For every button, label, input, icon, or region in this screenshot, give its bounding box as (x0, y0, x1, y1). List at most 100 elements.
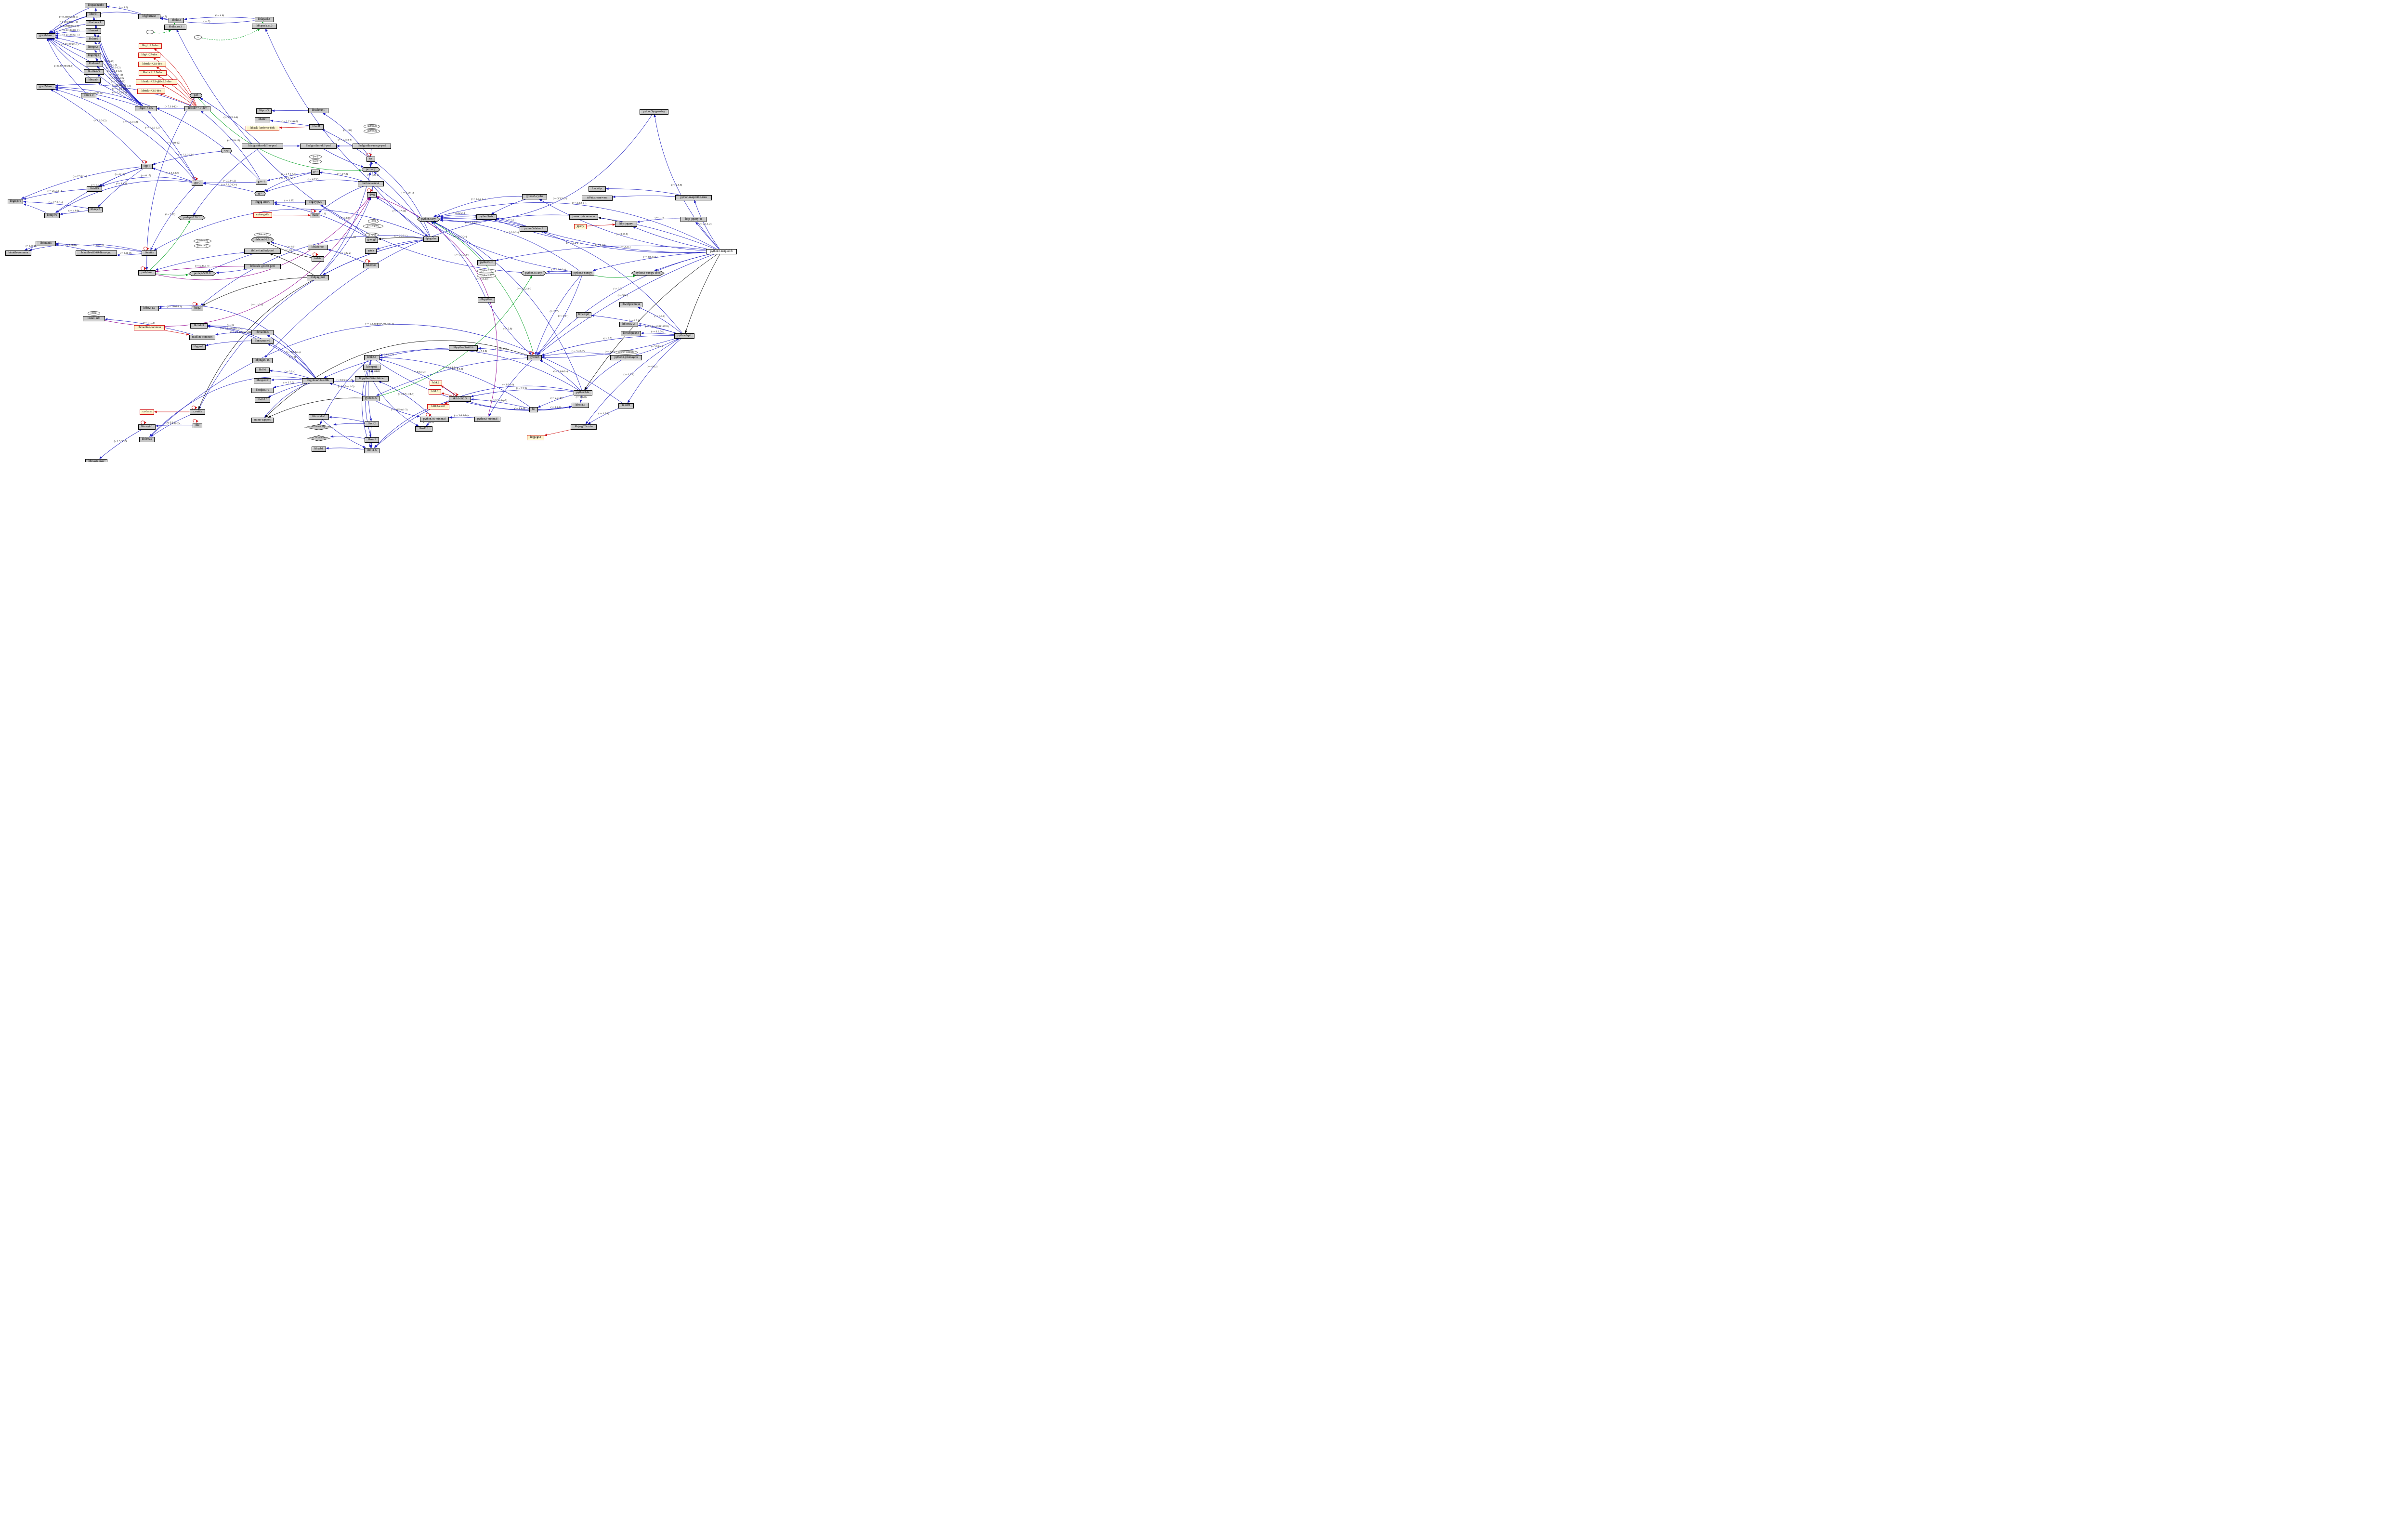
edge-label: (>= 2.1~beta3) (364, 369, 380, 373)
edge-label: (>= 8.6.0) (452, 368, 463, 371)
node-py3: python3 (527, 355, 542, 360)
node-gmp: libgmp10 (7, 198, 24, 204)
edge-tk86-x116 (362, 360, 371, 448)
edge-py3pil-py3 (541, 338, 676, 359)
edge-gcc7-binutils (150, 185, 195, 250)
node-x11common: x11-common (307, 435, 331, 441)
edge-tiff-jpegturbo (588, 408, 619, 424)
edge-label: (= 3.6.5~rc1-3) (392, 408, 408, 411)
node-noteperl1: [perl] (309, 154, 322, 159)
edge-mpx-gcc8base (55, 37, 86, 46)
node-label-x11common: x11-common (307, 436, 330, 441)
edge-perlbase-perlapi1 (149, 220, 191, 270)
edge-cpphex-cpp7 (152, 151, 221, 165)
node-x116: libx11-6 (364, 448, 380, 453)
node-mpldata: python-matplotlib-data (675, 195, 712, 200)
node-mpdec: libmpdec2 (254, 378, 271, 383)
node-py3pil: python3-pil (674, 333, 695, 339)
edge-numpy-py3any (440, 218, 579, 271)
edge-py3tk-tcl86 (579, 395, 582, 403)
node-webpmux: libwebpmux3 (620, 330, 641, 336)
node-label-cpphex: cpp (221, 149, 232, 153)
edge-py3tk-py3 (539, 360, 580, 390)
edge-numpy-py36any (546, 270, 571, 273)
node-gpp28: libg++2.8-dev (138, 43, 162, 49)
edge-label: (>= 8.6.0) (576, 395, 586, 399)
node-perlbase: perl-base (138, 270, 156, 276)
edge-label: (>= 1.3.1) (598, 412, 609, 415)
edge-label: (>= 3.4.1-2) (572, 350, 585, 353)
node-algodiff: libalgorithm-diff-perl (300, 143, 337, 149)
node-py36minlib: libpython3.6-minimal (355, 376, 389, 382)
edge-blt-tcl86 (537, 406, 572, 410)
node-gpp: g++ (311, 169, 320, 175)
edge-label: (>= 8.6.0) (514, 407, 525, 410)
edge-label: (>= 3.3.2-2~) (517, 287, 531, 290)
node-xss: libxss1 (365, 437, 379, 443)
edge-dpkgdev-xzutils (198, 240, 423, 409)
edge-label: (>= 4.0.3) (647, 365, 657, 369)
edge-label: (= 3.6.5~rc1-3) (398, 393, 414, 396)
edge-label: (= 2.30-8) (93, 243, 104, 246)
node-dateutil: python3-dateutil (520, 226, 548, 232)
self-loop-file (193, 419, 199, 423)
edge-dpkgdev-gnupg2 (378, 237, 423, 240)
edge-label: (>= 7.3.0-12) (145, 126, 160, 130)
edge-matplotlib-jsjqueryui (695, 222, 719, 249)
edge-label: (>= 2:5.0.1~) (48, 189, 62, 193)
node-xrender: libxrender1 (308, 414, 329, 420)
node-notecdebconf: [cdebconf] (193, 238, 211, 243)
node-aclkrb: libacl1-kerberos4kth (246, 125, 279, 131)
edge-stdc7dev-stdc29g (161, 84, 195, 106)
edge-py3-py3stdlib (478, 347, 528, 356)
edge-label: (= 7.3.0-12) (223, 179, 236, 183)
edge-label: (>= 0.5) (287, 245, 295, 249)
edge-label: (<< 3.7) (550, 310, 558, 313)
edge-label: (>= 4:7.3.0-2) (279, 177, 294, 180)
edge-label: (= 7.3.0-12) (168, 141, 181, 145)
node-jpegturbo: libjpeg62-turbo (570, 424, 597, 430)
edge-tzdata-debconf20 (271, 242, 312, 256)
edge-stdc7dev-gcc7base (55, 84, 191, 106)
edge-label: (>= 1.8.0) (340, 216, 350, 220)
edge-label: (= 3.6.4-1) (502, 383, 514, 386)
node-jsjquery: libjs-jquery (615, 221, 637, 227)
edge-label: (>= 2.2.51-8) (338, 138, 353, 142)
edge-gpp7-stdc7dev (200, 111, 261, 180)
self-loop-xzutils (192, 406, 197, 409)
edge-label: (= 3.6.4-1) (496, 347, 507, 351)
edge-label: (>= 7.3.0-12~) (221, 183, 237, 186)
edge-dpkgperl-fcntllock (269, 253, 314, 275)
node-asan: libasan4 (85, 28, 102, 34)
edge-pilimagetk-py3pil (636, 338, 680, 355)
node-gettextperl: liblocale-gettext-perl (244, 263, 281, 269)
edge-buildess-gpp (319, 171, 363, 181)
edge-label: (>= 7.3.0-12) (123, 120, 138, 123)
edge-label: (>= 3.6.4-1~) (454, 414, 469, 417)
node-blas3: libblas3 (168, 17, 184, 23)
edge-stdc7dev-stdc28 (156, 66, 196, 106)
node-lzma: liblzma5 (139, 436, 155, 442)
edge-label: (>= 3.3.2-2~) (451, 211, 465, 215)
node-binutilsx86: binutils-x86-64-linux-gnu (76, 250, 117, 256)
edge-lsan-gcc8base (55, 34, 86, 39)
edge-py36stdlib-lzma (149, 376, 302, 437)
edge-label: (>= 1:1.13.1) (643, 255, 657, 258)
edge-label: (= 1:5.32-2) (114, 439, 127, 443)
edge-label: (>= 3.3.2-2~) (566, 241, 581, 245)
self-loop-tkblt (453, 393, 459, 396)
edge-label: (>= 7) (204, 20, 210, 23)
node-tiff: libtiff5 (618, 403, 634, 408)
node-gcc7dev: libgcc-7-dev (135, 105, 157, 111)
edge-binutils-binutilscommon (29, 243, 142, 251)
edge-numpy-numpyabi (594, 275, 636, 278)
edge-label: (>= 8.6.0) (550, 406, 561, 409)
edge-label: (>= 3.3.2-2~) (453, 235, 467, 238)
edge-dpkgperl-xzutils (198, 280, 313, 409)
edge-label: (>= 1.25) (284, 199, 294, 202)
node-gcrypt: libgcrypt20 (305, 199, 326, 205)
node-gcc7: gcc-7 (192, 180, 203, 186)
node-makeguile: make-guile (253, 212, 272, 218)
node-stdc29: libstdc++2.9-dev (139, 70, 167, 76)
edge-label: (>= 3.6.4-1~) (553, 370, 568, 373)
